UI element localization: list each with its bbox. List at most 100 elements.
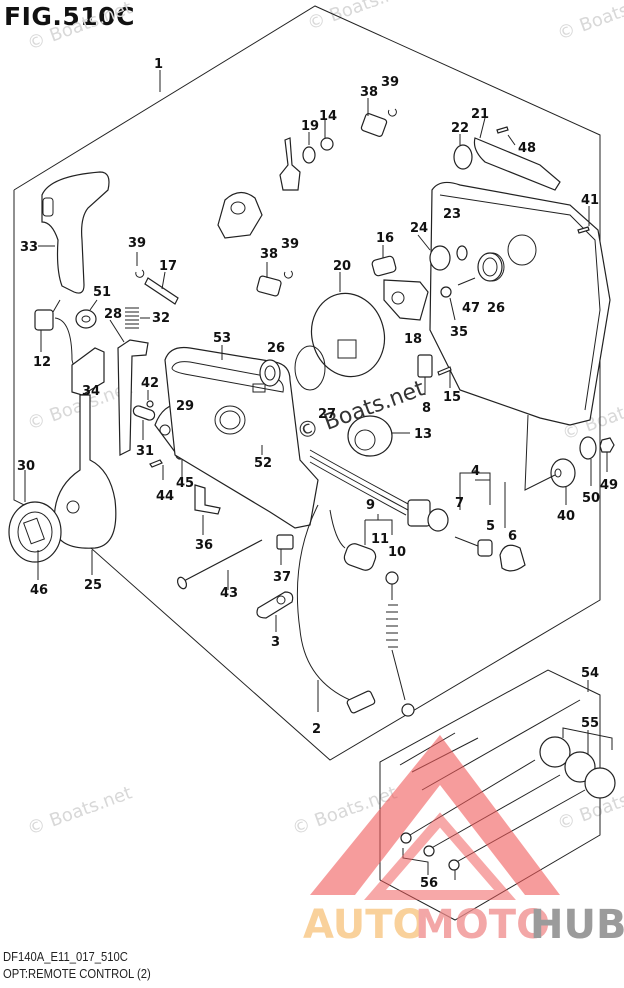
callout-10: 10	[388, 545, 406, 560]
part-switch-12	[34, 299, 81, 376]
part-clip-39-top	[387, 108, 397, 117]
logo-text-moto: MOTO	[415, 902, 550, 948]
part-harness-2	[296, 504, 376, 714]
callout-36: 36	[195, 538, 213, 553]
part-washer-50	[579, 436, 597, 486]
callout-29: 29	[176, 399, 194, 414]
callout-35: 35	[450, 325, 468, 340]
logo-text-hub: HUB	[530, 902, 624, 948]
callout-30: 30	[17, 459, 35, 474]
callout-3: 3	[271, 635, 280, 650]
part-oring-23	[456, 245, 468, 261]
callout-25: 25	[84, 578, 102, 593]
part-spacers-55	[539, 727, 616, 799]
logo-triangle	[310, 735, 560, 895]
callout-18: 18	[404, 332, 422, 347]
callout-50: 50	[582, 491, 600, 506]
callout-52: 52	[254, 456, 272, 471]
callout-20: 20	[333, 259, 351, 274]
callout-44: 44	[156, 489, 174, 504]
part-switch-8	[417, 354, 433, 395]
callout-48: 48	[518, 141, 536, 156]
leader-35	[449, 297, 456, 321]
automotohub-logo: AUTO MOTO HUB	[303, 735, 624, 948]
callout-56: 56	[420, 876, 438, 891]
part-ring-26-right	[477, 252, 503, 282]
part-grommet-40	[524, 414, 576, 505]
part-handle-33	[38, 171, 110, 294]
callout-8: 8	[422, 401, 431, 416]
part-screw-41	[577, 206, 590, 234]
part-ring-26-left	[259, 359, 281, 387]
part-spring-32	[125, 307, 150, 329]
part-bolt-43	[176, 539, 263, 590]
part-gear-24	[417, 234, 451, 271]
callout-47: 47	[462, 301, 480, 316]
part-lanyard-10	[385, 571, 415, 717]
callout-38-top: 38	[360, 85, 378, 100]
kit-boundary-54	[379, 669, 601, 921]
part-key-5	[454, 536, 493, 557]
washer-hole	[81, 315, 91, 323]
part-ring-19	[302, 146, 316, 164]
callout-15: 15	[443, 390, 461, 405]
callout-40: 40	[557, 509, 575, 524]
callout-labels: 1 2 3 4 5 6 7 8 9 10 11 12 13 14 15 16 1…	[17, 57, 618, 891]
callout-31: 31	[136, 444, 154, 459]
part-screw-42	[146, 400, 154, 408]
callout-39-left: 39	[128, 236, 146, 251]
part-cap-30-46	[8, 470, 62, 580]
callout-51: 51	[93, 285, 111, 300]
callout-55: 55	[581, 716, 599, 731]
part-lever-21	[473, 117, 561, 191]
callout-12: 12	[33, 355, 51, 370]
part-ignition-switch-7	[407, 470, 506, 532]
part-housing-52	[164, 346, 319, 529]
callout-26-left: 26	[267, 341, 285, 356]
callout-28: 28	[104, 307, 122, 322]
part-stop-switch-9	[329, 509, 393, 571]
callout-5: 5	[486, 519, 495, 534]
part-nut-49	[599, 437, 615, 472]
callout-34: 34	[82, 384, 100, 399]
part-screw-15	[437, 366, 452, 388]
part-lever-19	[279, 132, 310, 191]
callout-53: 53	[213, 331, 231, 346]
callout-45: 45	[176, 476, 194, 491]
logo-inner-triangle	[364, 812, 516, 900]
watermark-boats: © Boats.net	[305, 0, 415, 35]
callout-1: 1	[154, 57, 163, 72]
figure-code: DF140A_E11_017_510C	[3, 950, 128, 964]
callout-26-right: 26	[487, 301, 505, 316]
callout-42: 42	[141, 376, 159, 391]
callout-17: 17	[159, 259, 177, 274]
part-clip-39-mid	[283, 270, 293, 279]
part-side-plate	[429, 181, 611, 426]
part-plate-20	[310, 272, 386, 378]
callout-6: 6	[508, 529, 517, 544]
part-bracket-28	[109, 319, 149, 456]
part-link-18	[383, 279, 429, 321]
watermark-boats: © Boats.net	[25, 0, 135, 55]
part-plate-31	[132, 405, 156, 440]
callout-2: 2	[312, 722, 321, 737]
part-screw-48	[496, 126, 516, 146]
watermark-boats: © Boats.net	[25, 782, 135, 839]
part-washer-14	[320, 137, 334, 151]
part-lever-arm-25	[53, 394, 117, 575]
part-cap-6	[499, 544, 526, 572]
assembly-boundary-1	[13, 5, 601, 761]
callout-32: 32	[152, 311, 170, 326]
callout-21: 21	[471, 107, 489, 122]
callout-19: 19	[301, 119, 319, 134]
callout-23: 23	[443, 207, 461, 222]
callout-14: 14	[319, 109, 337, 124]
callout-11: 11	[371, 532, 389, 547]
callout-27: 27	[318, 407, 336, 422]
callout-46: 46	[30, 583, 48, 598]
part-bracket-38-mid	[256, 262, 282, 297]
part-bracket-38-top	[360, 98, 388, 137]
figure-name: OPT:REMOTE CONTROL (2)	[3, 967, 151, 981]
callout-41: 41	[581, 193, 599, 208]
